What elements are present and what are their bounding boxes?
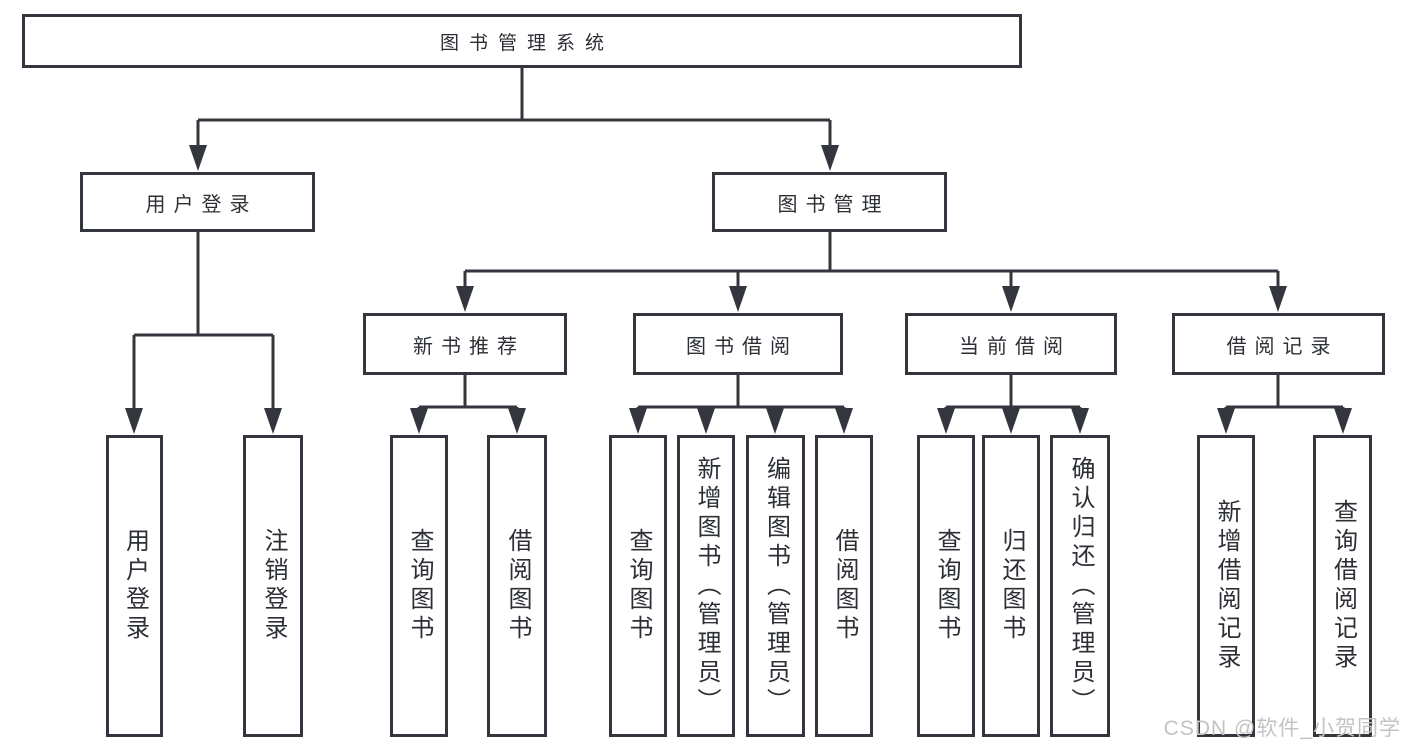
node-root-library-system: 图书管理系统 [22,14,1022,68]
node-leaf-cb-return-books: 归还图书 [982,435,1040,737]
node-leaf-bb-query-books-label: 查询图书 [625,528,652,644]
node-leaf-cb-confirm-return-admin: 确认归还（管理员） [1050,435,1110,737]
node-current-borrow: 当前借阅 [905,313,1117,375]
connector-bookmgmt-to-level3 [463,232,1280,290]
node-borrow-records: 借阅记录 [1172,313,1385,375]
node-root-label: 图书管理系统 [439,32,614,54]
node-borrow-records-label: 借阅记录 [1226,335,1339,358]
connector-newbookrec-to-leaves [417,375,519,412]
node-leaf-br-add-record-label: 新增借阅记录 [1213,499,1240,673]
node-leaf-user-login: 用户登录 [106,435,163,737]
node-user-login: 用户登录 [80,172,315,232]
node-new-book-recommend-label: 新书推荐 [413,335,525,358]
node-leaf-bb-borrow-books: 借阅图书 [815,435,873,737]
node-leaf-bb-edit-books-admin: 编辑图书（管理员） [746,435,805,737]
node-leaf-br-query-record: 查询借阅记录 [1313,435,1372,737]
node-leaf-bb-query-books: 查询图书 [609,435,667,737]
watermark: CSDN @软件_小贺同学 [1163,717,1401,740]
node-leaf-bb-borrow-books-label: 借阅图书 [831,528,858,644]
node-leaf-cb-return-books-label: 归还图书 [998,528,1025,644]
node-leaf-rec-borrow-books-label: 借阅图书 [504,528,531,644]
node-book-management: 图书管理 [712,172,947,232]
connector-borrowrecords-to-leaves [1224,375,1345,412]
connector-bookborrow-to-leaves [636,375,846,412]
node-book-management-label: 图书管理 [777,193,890,216]
node-leaf-rec-query-books: 查询图书 [390,435,448,737]
node-new-book-recommend: 新书推荐 [363,313,567,375]
connector-root-to-level2 [196,68,832,148]
node-leaf-cb-query-books: 查询图书 [917,435,975,737]
node-book-borrow: 图书借阅 [633,313,843,375]
node-book-borrow-label: 图书借阅 [686,335,798,358]
node-leaf-logout: 注销登录 [243,435,303,737]
node-leaf-br-query-record-label: 查询借阅记录 [1329,499,1357,673]
node-leaf-logout-label: 注销登录 [260,528,287,644]
node-leaf-user-login-label: 用户登录 [121,528,149,644]
node-leaf-br-add-record: 新增借阅记录 [1197,435,1255,737]
node-leaf-rec-query-books-label: 查询图书 [406,528,433,644]
node-leaf-cb-query-books-label: 查询图书 [933,528,960,644]
node-current-borrow-label: 当前借阅 [959,335,1071,358]
node-leaf-bb-add-books-admin: 新增图书（管理员） [677,435,735,737]
connector-currentborrow-to-leaves [944,375,1082,412]
node-leaf-bb-add-books-admin-label: 新增图书（管理员） [693,455,720,717]
connector-userlogin-to-leaves [132,232,275,412]
node-leaf-rec-borrow-books: 借阅图书 [487,435,547,737]
node-leaf-cb-confirm-return-admin-label: 确认归还（管理员） [1067,455,1094,717]
node-leaf-bb-edit-books-admin-label: 编辑图书（管理员） [762,455,790,717]
node-user-login-label: 用户登录 [145,193,258,216]
